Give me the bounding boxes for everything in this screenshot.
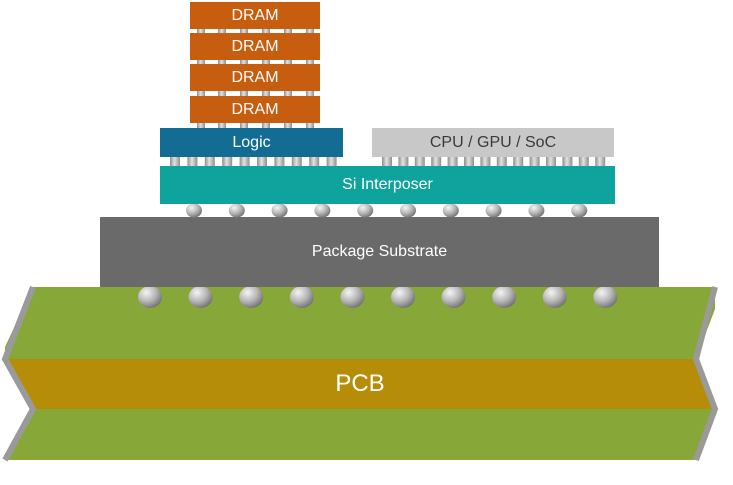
c4-bump — [186, 203, 202, 218]
solder-ball — [542, 286, 567, 308]
solder-ball — [188, 286, 213, 308]
dram-die-1 — [190, 2, 320, 29]
micro-bump — [382, 157, 392, 166]
micro-bump — [562, 157, 573, 166]
micro-bump — [240, 60, 248, 64]
c4-bump — [228, 203, 245, 218]
micro-bump — [464, 157, 474, 166]
pcb-top-layer — [5, 287, 715, 359]
micro-bump — [262, 60, 270, 64]
micro-bump — [274, 157, 285, 166]
dram-die-2 — [190, 33, 320, 60]
c4-bump — [400, 203, 416, 218]
solder-ball — [391, 286, 415, 308]
micro-bump — [240, 91, 248, 96]
logic-die — [160, 128, 343, 157]
c4-bump — [485, 203, 502, 218]
solder-ball — [340, 286, 365, 308]
pcb-bottom-layer — [5, 409, 715, 460]
micro-bump — [170, 157, 180, 166]
solder-ball — [441, 286, 466, 308]
micro-bump — [306, 123, 314, 128]
pcb-board — [1, 285, 719, 462]
micro-bump — [306, 91, 314, 96]
micro-bump — [284, 91, 292, 96]
micro-bump — [204, 157, 215, 166]
micro-bump — [197, 123, 205, 128]
c4-bump — [314, 203, 331, 218]
solder-ball — [593, 286, 618, 308]
dram-die-3 — [190, 64, 320, 91]
micro-bump — [431, 157, 442, 166]
micro-bump — [513, 157, 524, 166]
micro-bump — [187, 157, 198, 166]
micro-bump — [595, 157, 606, 166]
dram-stack — [190, 2, 320, 123]
micro-bump — [326, 157, 337, 166]
solder-ball — [138, 286, 162, 308]
micro-bump — [218, 123, 226, 128]
micro-bump — [306, 60, 314, 64]
micro-bump — [309, 157, 320, 166]
si-interposer — [160, 166, 615, 204]
micro-bump — [218, 60, 226, 64]
micro-bump — [546, 157, 556, 166]
micro-bump — [197, 60, 205, 64]
pcb-left-edge — [1, 285, 37, 462]
cpu-gpu-soc-die — [372, 128, 614, 157]
cpu-micro-bumps — [382, 157, 606, 166]
micro-bump — [284, 60, 292, 64]
micro-bump — [240, 29, 248, 33]
c4-bump — [528, 203, 545, 218]
solder-ball — [289, 286, 314, 308]
pcb-right-edge — [692, 286, 719, 462]
micro-bump — [480, 157, 491, 166]
micro-bump — [284, 29, 292, 33]
micro-bump — [197, 29, 205, 33]
c4-bumps — [186, 203, 588, 218]
package-substrate — [100, 217, 659, 287]
c4-bump — [271, 203, 288, 218]
micro-bump — [262, 29, 270, 33]
micro-bump — [218, 29, 226, 33]
micro-bump — [262, 123, 270, 128]
micro-bump — [284, 123, 292, 128]
pcb-core-layer — [5, 359, 715, 409]
c4-bump — [357, 203, 374, 218]
micro-bump — [222, 157, 233, 166]
micro-bump — [306, 29, 314, 33]
micro-bump — [218, 91, 226, 96]
micro-bump — [291, 157, 302, 166]
micro-bump — [496, 157, 507, 166]
micro-bump — [240, 123, 248, 128]
dram-die-4 — [190, 96, 320, 123]
micro-bump — [398, 157, 409, 166]
logic-micro-bumps — [170, 157, 337, 166]
micro-bump — [529, 157, 540, 166]
micro-bump — [447, 157, 458, 166]
c4-bump — [442, 203, 459, 218]
c4-bump — [571, 203, 588, 218]
micro-bump — [257, 157, 267, 166]
micro-bump — [578, 157, 589, 166]
solder-ball — [239, 286, 264, 308]
dram-micro-bumps — [197, 29, 314, 128]
micro-bump — [197, 91, 205, 96]
micro-bump — [262, 91, 270, 96]
solder-balls — [138, 286, 618, 308]
micro-bump — [239, 157, 250, 166]
micro-bump — [414, 157, 425, 166]
solder-ball — [492, 286, 517, 308]
